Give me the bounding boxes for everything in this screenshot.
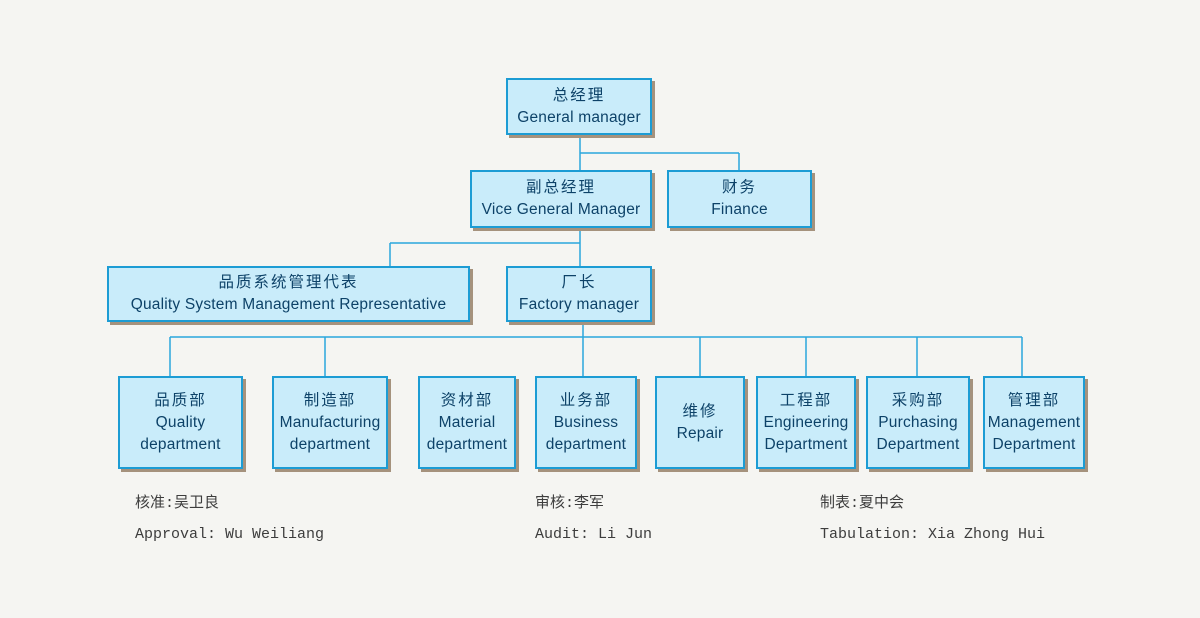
node-label-zh: 采购部 [891,391,945,409]
node-label-en: Management Department [987,413,1081,453]
node-label-en: Manufacturing department [279,413,381,453]
node-label-zh: 品质系统管理代表 [218,274,359,291]
footer-tabulation-zh: 制表:夏中会 [820,495,905,512]
node-label-zh: 品质部 [154,391,207,409]
node-business-department: 业务部 Business department [535,376,637,469]
node-label-zh: 制造部 [303,391,357,409]
node-label-zh: 资材部 [440,391,494,409]
node-label-zh: 工程部 [779,391,833,409]
node-label-en: General manager [517,108,641,126]
node-finance: 财务 Finance [667,170,812,228]
node-label-zh: 财务 [721,179,757,196]
node-quality-department: 品质部 Quality department [118,376,243,469]
node-label-en: Quality department [140,413,221,453]
node-label-zh: 总经理 [552,86,606,104]
footer-approval: 核准:吴卫良 Approval: Wu Weiliang [135,491,324,543]
node-label-en: Material department [426,413,508,453]
node-label-en: Quality System Management Representative [130,296,447,313]
node-label-zh: 管理部 [1007,391,1061,409]
node-label-en: Business department [545,413,627,453]
node-label-en: Purchasing Department [876,413,960,453]
node-label-en: Engineering Department [763,413,849,453]
node-label-zh: 业务部 [559,391,613,409]
footer-tabulation-en: Tabulation: Xia Zhong Hui [820,526,1046,543]
node-label-zh: 维修 [682,402,718,420]
node-label-en: Vice General Manager [481,201,641,218]
node-label-zh: 副总经理 [525,179,596,196]
node-engineering-department: 工程部 Engineering Department [756,376,856,469]
footer-audit: 审核:李军 Audit: Li Jun [535,491,652,543]
footer-audit-en: Audit: Li Jun [535,526,653,543]
footer-audit-zh: 审核:李军 [535,495,605,512]
footer-approval-zh: 核准:吴卫良 [135,495,220,512]
node-general-manager: 总经理 General manager [506,78,652,135]
node-label-en: Repair [676,424,724,442]
footer-tabulation: 制表:夏中会 Tabulation: Xia Zhong Hui [820,491,1045,543]
node-manufacturing-department: 制造部 Manufacturing department [272,376,388,469]
node-purchasing-department: 采购部 Purchasing Department [866,376,970,469]
node-label-zh: 厂长 [561,274,597,291]
node-label-en: Finance [711,201,768,218]
node-repair: 维修 Repair [655,376,745,469]
node-vice-general-manager: 副总经理 Vice General Manager [470,170,652,228]
node-label-en: Factory manager [518,296,640,313]
node-management-department: 管理部 Management Department [983,376,1085,469]
footer-approval-en: Approval: Wu Weiliang [135,526,325,543]
node-material-department: 资材部 Material department [418,376,516,469]
node-quality-system-management-representative: 品质系统管理代表 Quality System Management Repre… [107,266,470,322]
node-factory-manager: 厂长 Factory manager [506,266,652,322]
